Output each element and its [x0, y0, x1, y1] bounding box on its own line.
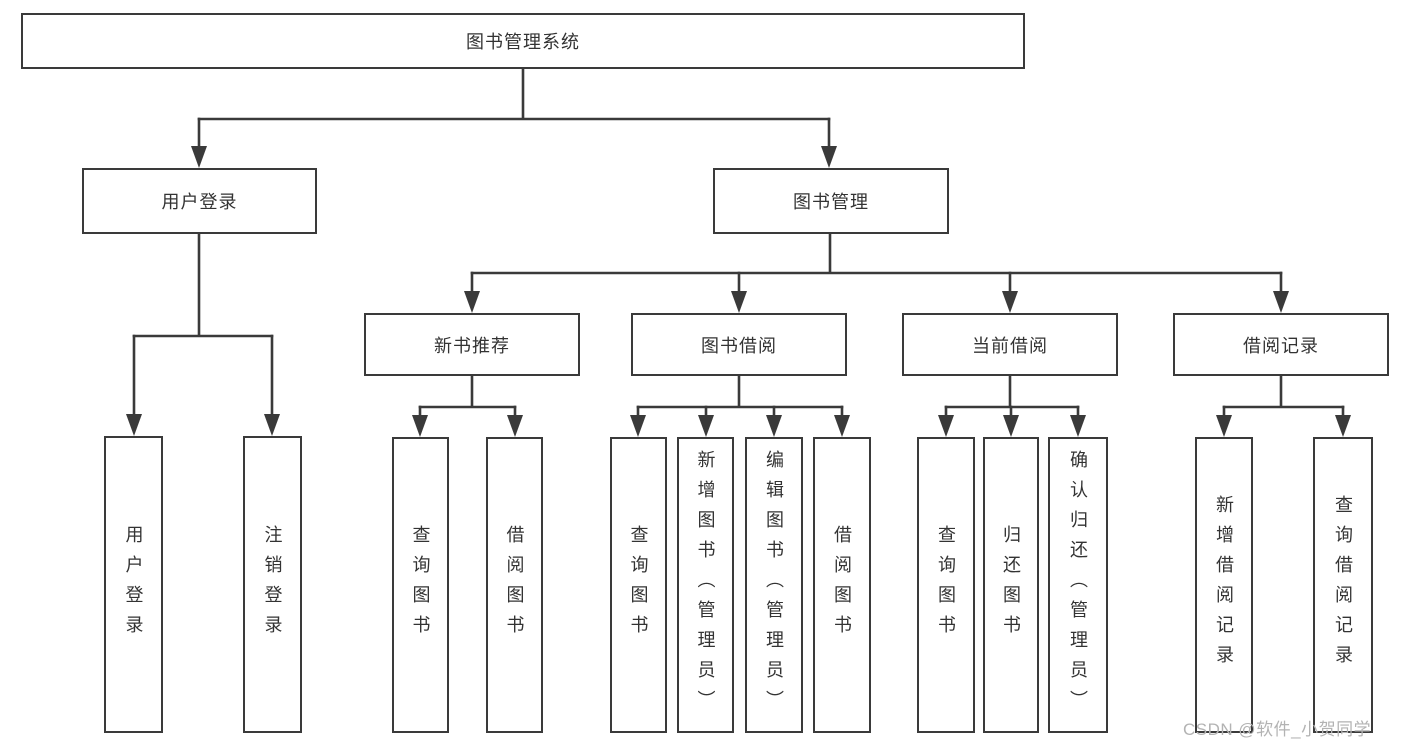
node-label: 注销登录: [262, 524, 283, 645]
node-label: 借阅图书: [832, 525, 852, 645]
node-book-management-branch: 图书管理: [713, 168, 949, 234]
leaf-borrow-books-1: 借阅图书: [486, 437, 543, 733]
node-label: 借阅记录: [1243, 335, 1319, 356]
node-label: 用户登录: [161, 192, 238, 212]
node-borrowing-records: 借阅记录: [1173, 313, 1389, 376]
node-label: 借阅图书: [504, 525, 525, 645]
node-label: 当前借阅: [972, 335, 1048, 356]
leaf-borrow-books-2: 借阅图书: [813, 437, 871, 733]
node-label: 查询图书: [410, 525, 431, 645]
leaf-query-books-1: 查询图书: [392, 437, 449, 733]
leaf-return-books: 归还图书: [983, 437, 1039, 733]
node-root-system: 图书管理系统: [21, 13, 1025, 69]
leaf-query-borrow-record: 查询借阅记录: [1313, 437, 1373, 733]
leaf-query-books-2: 查询图书: [610, 437, 667, 733]
node-label: 归还图书: [1001, 525, 1021, 645]
node-label: 查询借阅记录: [1333, 495, 1353, 675]
leaf-logout: 注销登录: [243, 436, 302, 733]
node-label: 图书借阅: [701, 335, 777, 356]
node-user-login-branch: 用户登录: [82, 168, 317, 234]
node-label: 编辑图书（管理员）: [764, 450, 784, 720]
leaf-add-borrow-record: 新增借阅记录: [1195, 437, 1253, 733]
node-book-borrowing: 图书借阅: [631, 313, 847, 376]
node-label: 查询图书: [628, 525, 649, 645]
node-current-borrowing: 当前借阅: [902, 313, 1118, 376]
node-label: 新增借阅记录: [1214, 495, 1234, 675]
node-new-book-recommendation: 新书推荐: [364, 313, 580, 376]
leaf-edit-books-admin: 编辑图书（管理员）: [745, 437, 803, 733]
node-label: 图书管理系统: [466, 32, 580, 52]
arrowheads: [126, 146, 1351, 437]
node-label: 用户登录: [123, 524, 144, 645]
node-label: 确认归还（管理员）: [1068, 450, 1088, 720]
leaf-query-books-3: 查询图书: [917, 437, 975, 733]
node-label: 新增图书（管理员）: [695, 450, 716, 720]
node-label: 查询图书: [936, 525, 956, 645]
csdn-watermark: CSDN @软件_小贺同学: [1183, 720, 1372, 739]
node-label: 新书推荐: [434, 335, 510, 356]
leaf-add-books-admin: 新增图书（管理员）: [677, 437, 734, 733]
leaf-user-login: 用户登录: [104, 436, 163, 733]
node-label: 图书管理: [793, 192, 869, 212]
leaf-confirm-return-admin: 确认归还（管理员）: [1048, 437, 1108, 733]
